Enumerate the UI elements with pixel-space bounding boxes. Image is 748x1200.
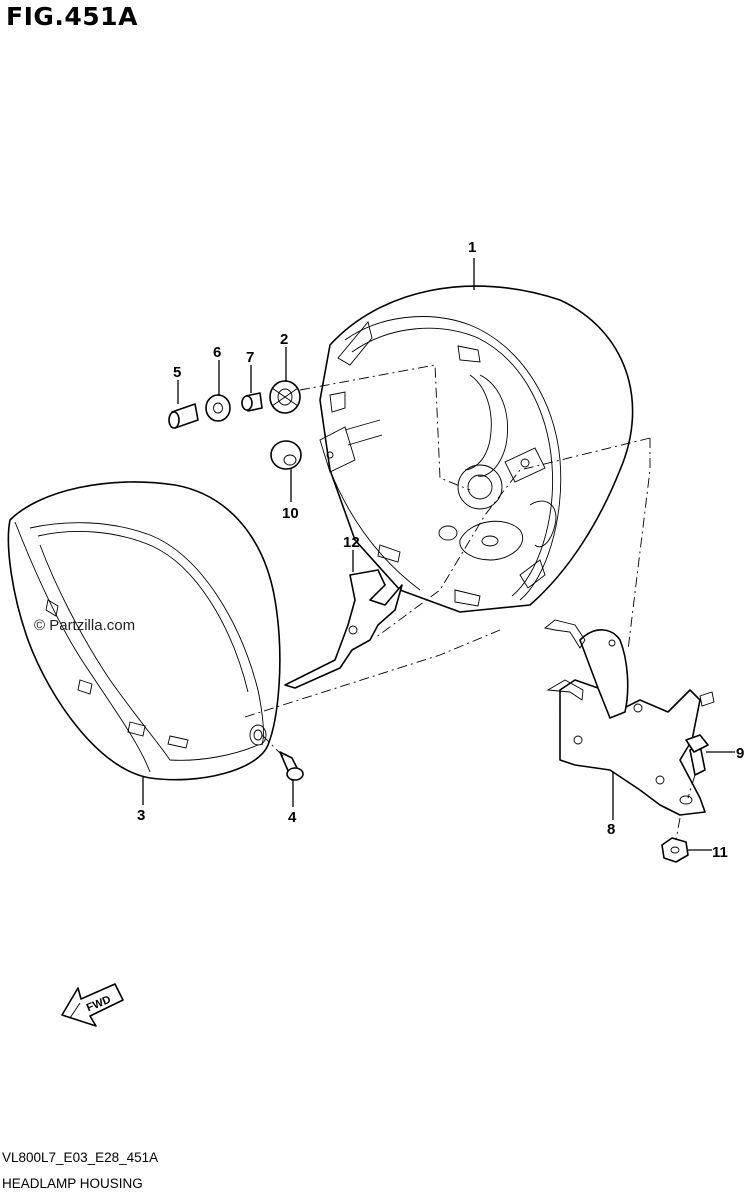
mounting-bracket (543, 619, 715, 816)
callout-9: 9 (736, 745, 744, 762)
small-bracket (284, 569, 403, 689)
callout-2: 2 (280, 331, 288, 348)
callout-10: 10 (282, 505, 299, 522)
callout-12: 12 (343, 534, 360, 551)
headlamp-housing-shell (319, 285, 634, 613)
bolt-part-9 (685, 734, 709, 776)
grommet-part-10 (270, 440, 302, 470)
bolt-part-5 (168, 403, 199, 429)
figure-caption: HEADLAMP HOUSING (2, 1176, 143, 1191)
callout-3: 3 (137, 807, 145, 824)
grommet-part-2 (269, 380, 301, 414)
callout-11: 11 (712, 844, 728, 861)
watermark: © Partzilla.com (34, 617, 136, 634)
callout-5: 5 (173, 364, 181, 381)
callout-6: 6 (213, 344, 221, 361)
figure-code: VL800L7_E03_E28_451A (2, 1150, 159, 1165)
assembly-leader-lines (244, 364, 696, 841)
callout-leader-lines (142, 258, 735, 851)
washer-part-6 (205, 394, 231, 422)
collar-part-7 (241, 392, 263, 412)
screw-part-4 (279, 751, 304, 781)
nut-part-11 (661, 837, 689, 863)
forward-direction-arrow: FWD (61, 983, 124, 1027)
callout-7: 7 (246, 349, 254, 366)
figure-title: FIG.451A (6, 2, 138, 31)
callout-4: 4 (288, 809, 297, 826)
headlamp-rim (7, 481, 281, 781)
callout-8: 8 (607, 821, 615, 838)
callout-1: 1 (468, 239, 476, 256)
